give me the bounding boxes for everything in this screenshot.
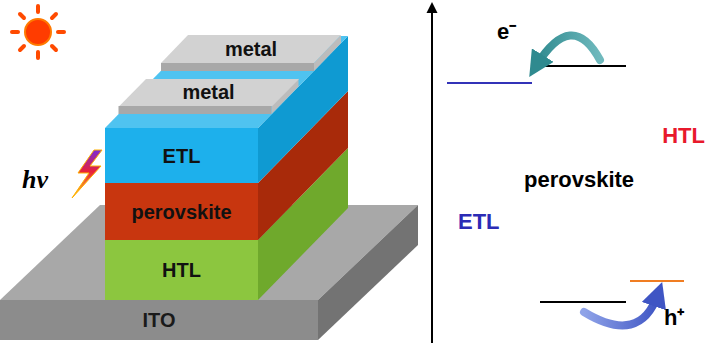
metal-electrode: metal [119, 79, 299, 106]
metal-electrode: metal [161, 35, 341, 63]
sun-icon [12, 6, 64, 58]
perovskite-layer: perovskite [105, 183, 258, 240]
electron-label: e⁻ [497, 20, 516, 44]
layer-label: metal [182, 81, 234, 103]
metal-strips [119, 35, 342, 114]
perovskite-level-label: perovskite [524, 168, 634, 192]
photon-label: hν [22, 166, 48, 195]
layer-label: ETL [163, 145, 201, 167]
ito-substrate: ITO [0, 300, 318, 340]
energy-axis [427, 2, 438, 343]
electron-arrow [536, 35, 600, 66]
strip-top [119, 79, 299, 106]
layer-label: perovskite [131, 201, 231, 223]
layer-label: metal [225, 38, 277, 60]
htl-level-label: HTL [662, 124, 705, 148]
etl-level-label: ETL [458, 210, 500, 234]
lightning-icon [72, 150, 102, 198]
etl-layer: ETL [105, 128, 258, 183]
layer-stack [105, 36, 348, 300]
layer-label: ITO [143, 309, 176, 331]
htl-layer: HTL [105, 240, 258, 300]
energy-levels [447, 66, 684, 302]
hole-arrow [584, 294, 658, 325]
hole-label: h⁺ [664, 306, 684, 330]
layer-label: HTL [162, 259, 201, 281]
strip-top [161, 35, 341, 63]
